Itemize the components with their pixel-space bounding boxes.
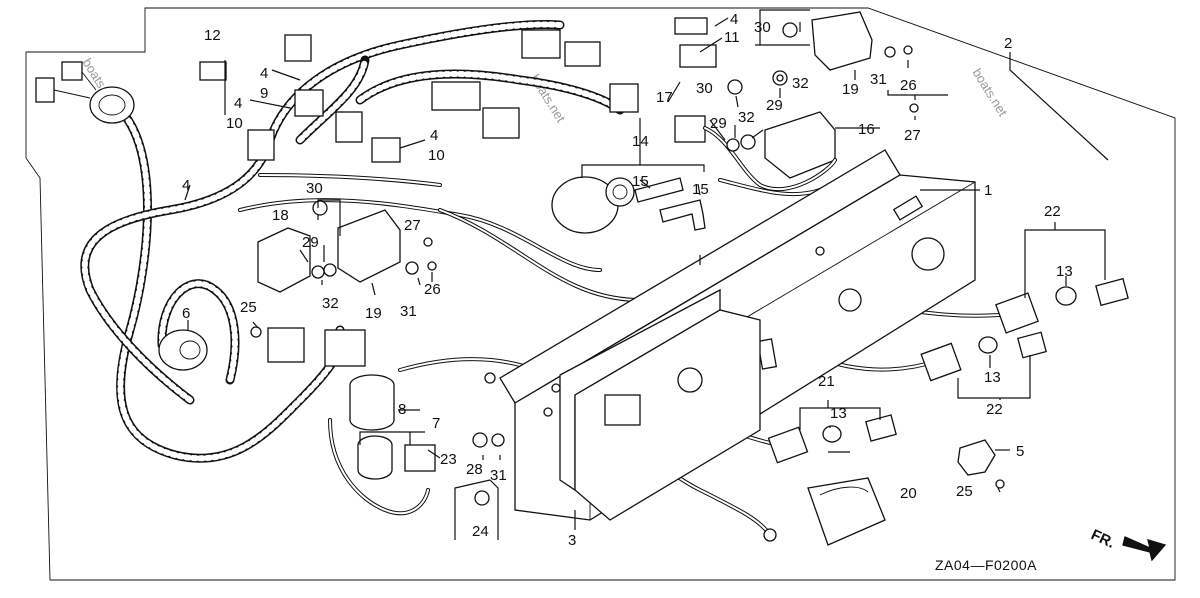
cap [957,439,996,476]
callout-11: 11 [724,29,740,46]
grommet [89,86,135,124]
callout-31: 31 [490,467,507,484]
switch-block [257,227,311,293]
callout-31: 31 [400,303,417,320]
callout-21: 21 [818,373,835,390]
connector [324,329,366,367]
front-panel [543,288,761,521]
hardware [250,22,919,542]
callout-15: 15 [632,173,649,190]
callout-30: 30 [306,180,323,197]
top-connectors [199,17,717,163]
bracket [811,11,873,71]
callout-15: 15 [692,181,709,198]
key [634,177,684,203]
callout-24: 24 [472,523,489,540]
callout-9: 9 [260,85,268,102]
callout-32: 32 [738,109,755,126]
capacitor [349,374,395,431]
callout-4: 4 [430,127,438,144]
callout-13: 13 [984,369,1001,386]
buzzer [357,435,393,480]
callout-29: 29 [302,234,319,251]
relay [404,444,436,472]
callout-4: 4 [182,177,190,194]
callout-7: 7 [432,415,440,432]
front-label: FR. [1088,526,1117,552]
callout-6: 6 [182,305,190,322]
callout-3: 3 [568,532,576,549]
callout-13: 13 [830,405,847,422]
callout-19: 19 [842,81,859,98]
callout-4: 4 [730,11,738,28]
rotary-control [157,279,240,385]
callout-8: 8 [398,401,406,418]
callout-27: 27 [404,217,421,234]
callout-4: 4 [234,95,242,112]
callout-4: 4 [260,65,268,82]
callout-31: 31 [870,71,887,88]
callout-10: 10 [428,147,445,164]
callout-12: 12 [204,27,221,44]
callout-22: 22 [1044,203,1061,220]
callout-13: 13 [1056,263,1073,280]
callout-30: 30 [696,80,713,97]
callout-27: 27 [904,127,921,144]
callout-26: 26 [424,281,441,298]
relay-block [764,111,836,179]
connector [267,327,305,363]
key [659,199,706,231]
callout-25: 25 [240,299,257,316]
front-direction-indicator: FR. [1088,526,1167,562]
callout-23: 23 [440,451,457,468]
wire-harness [80,20,625,463]
callout-32: 32 [322,295,339,312]
connector [35,77,55,103]
screw [995,479,1005,489]
callout-28: 28 [466,461,483,478]
hour-meter [807,477,886,546]
callout-20: 20 [900,485,917,502]
callout-18: 18 [272,207,289,224]
callout-10: 10 [226,115,243,132]
callout-22: 22 [986,401,1003,418]
callout-26: 26 [900,77,917,94]
callout-16: 16 [858,121,875,138]
bracket [337,209,401,283]
ignition-switch [551,176,635,234]
callout-29: 29 [766,97,783,114]
callout-25: 25 [956,483,973,500]
callout-14: 14 [632,133,649,150]
assembly-boundary [25,7,1176,581]
bulb-sockets [767,277,1129,464]
callout-1: 1 [984,182,992,199]
watermark-text: boats.net [969,66,1010,120]
leader-lines [184,9,1109,540]
connector [674,115,706,143]
connector [61,61,83,81]
callout-19: 19 [365,305,382,322]
diagram-code: ZA04—F0200A [935,557,1037,573]
callout-29: 29 [710,115,727,132]
callout-2: 2 [1004,35,1012,52]
callout-17: 17 [656,89,673,106]
callout-5: 5 [1016,443,1024,460]
callout-32: 32 [792,75,809,92]
callout-labels: 1 2 3 4 4 4 4 4 5 6 7 8 9 10 10 11 12 13… [182,11,1073,549]
callout-30: 30 [754,19,771,36]
